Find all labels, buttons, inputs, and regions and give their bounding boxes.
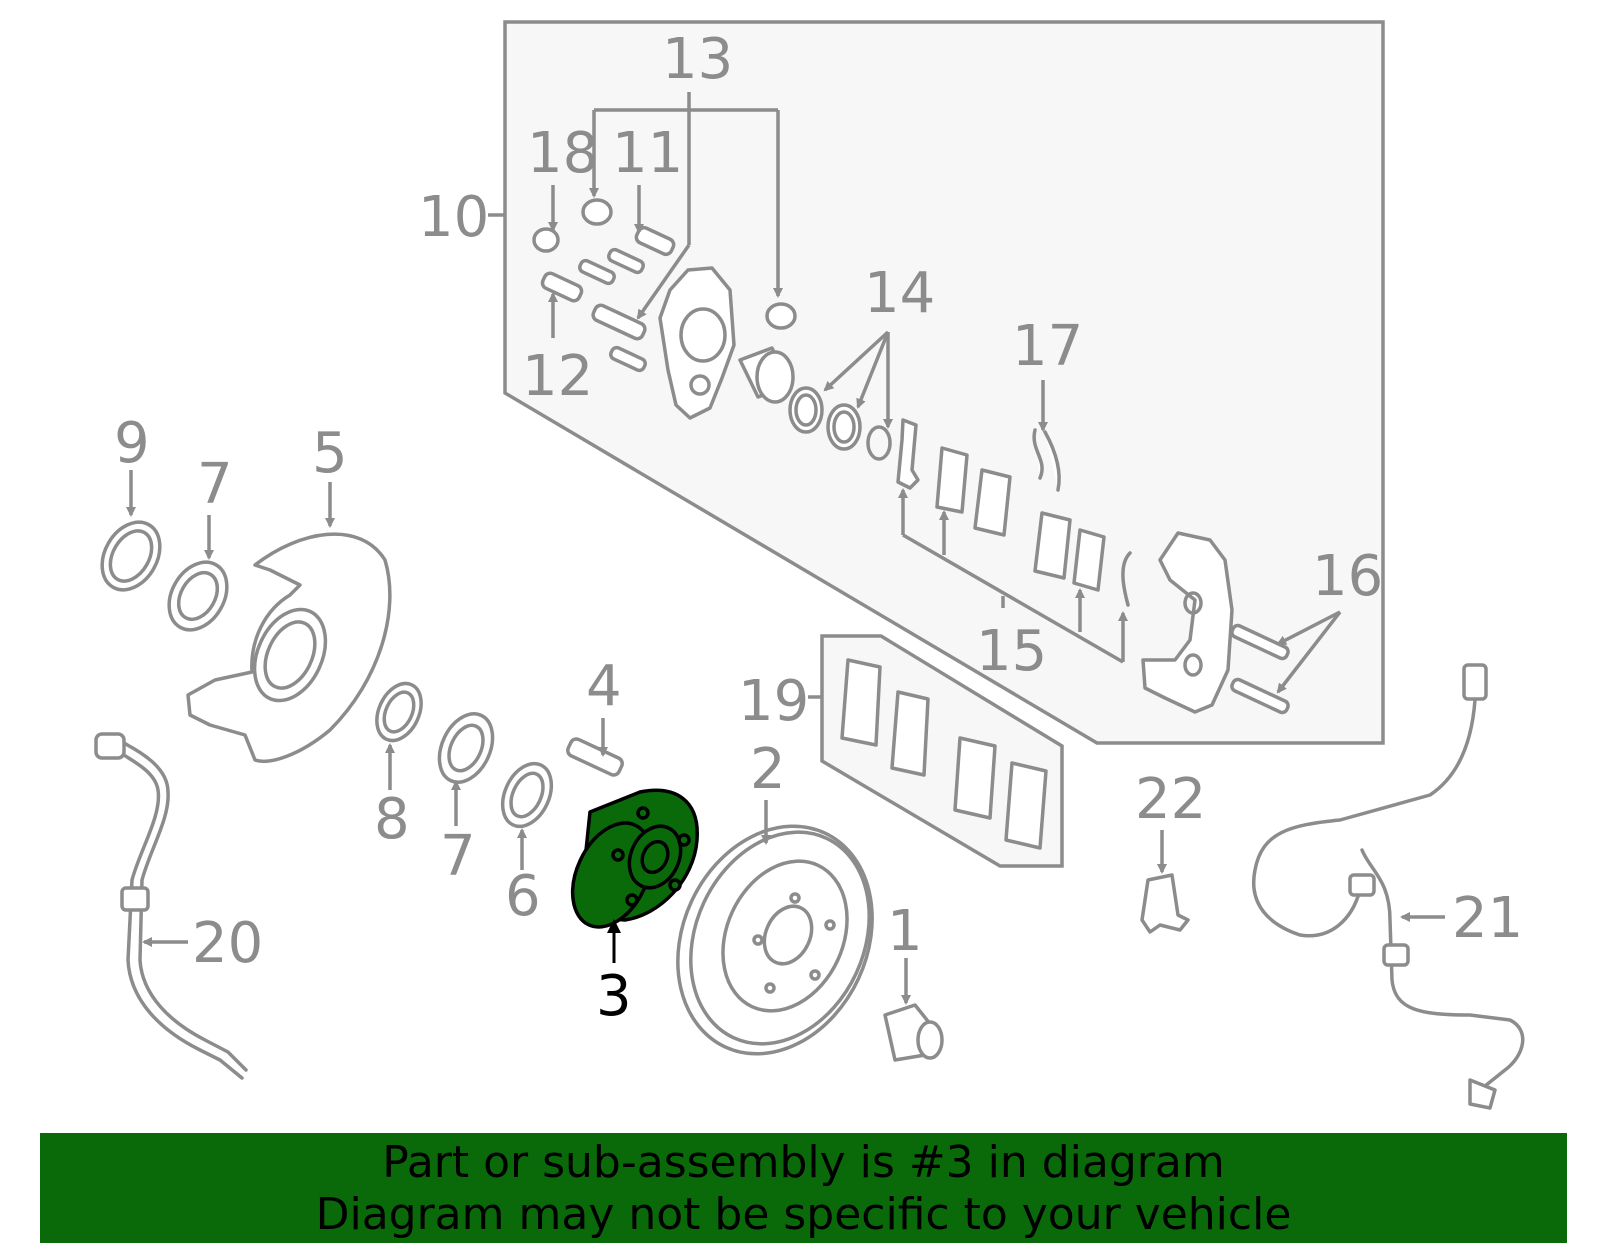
part-8-seal (375, 681, 423, 790)
part-22-bracket (1140, 830, 1190, 934)
callout-9[interactable]: 9 (114, 411, 150, 476)
caliper-bracket (1141, 531, 1234, 714)
callout-7a[interactable]: 7 (197, 452, 233, 517)
part-21-abs-harness (1252, 663, 1525, 1110)
part-3-hub-highlighted[interactable] (557, 788, 699, 963)
piston-seals (738, 330, 893, 461)
banner-line-2: Diagram may not be specific to your vehi… (315, 1189, 1292, 1240)
leader-13 (589, 92, 783, 320)
guide-pins (1230, 610, 1342, 715)
part-7-bearing-lower (437, 712, 495, 826)
part-9-seal (100, 470, 162, 592)
callout-15[interactable]: 15 (976, 619, 1047, 684)
callout-11[interactable]: 11 (612, 121, 683, 186)
callout-3[interactable]: 3 (596, 964, 632, 1029)
callout-22[interactable]: 22 (1135, 767, 1206, 832)
info-banner: Part or sub-assembly is #3 in diagram Di… (40, 1133, 1567, 1243)
part-20-hose (94, 732, 248, 1080)
callout-21[interactable]: 21 (1452, 886, 1523, 951)
callout-7b[interactable]: 7 (440, 824, 476, 889)
part-1-cap (883, 958, 944, 1062)
part-4-stud (566, 718, 624, 777)
callout-12[interactable]: 12 (522, 344, 593, 409)
part-2-rotor (676, 800, 874, 1056)
caliper-body (658, 266, 736, 420)
callout-6[interactable]: 6 (505, 864, 541, 929)
callout-19[interactable]: 19 (738, 669, 809, 734)
callout-13[interactable]: 13 (662, 27, 733, 92)
part-7-bearing-upper (167, 515, 229, 632)
callout-10[interactable]: 10 (418, 185, 489, 250)
callout-4[interactable]: 4 (586, 654, 622, 719)
callout-17[interactable]: 17 (1012, 314, 1083, 379)
callout-1[interactable]: 1 (887, 899, 923, 964)
part-6-seal (500, 761, 554, 870)
banner-line-1: Part or sub-assembly is #3 in diagram (382, 1137, 1225, 1188)
part-5-dust-shield (186, 482, 392, 763)
callout-14[interactable]: 14 (864, 261, 935, 326)
caliper-hardware (532, 185, 797, 373)
callout-2[interactable]: 2 (750, 737, 786, 802)
pad-set (840, 658, 1048, 850)
callout-16[interactable]: 16 (1312, 544, 1383, 609)
callouts: 1 2 3 4 5 6 7 7 8 9 10 11 12 13 14 15 16… (114, 27, 1523, 1029)
callout-5[interactable]: 5 (312, 421, 348, 486)
pads-shims (896, 380, 1132, 664)
callout-20[interactable]: 20 (192, 911, 263, 976)
callout-18[interactable]: 18 (527, 121, 598, 186)
callout-8[interactable]: 8 (374, 787, 410, 852)
pad-set-box (820, 634, 1064, 868)
